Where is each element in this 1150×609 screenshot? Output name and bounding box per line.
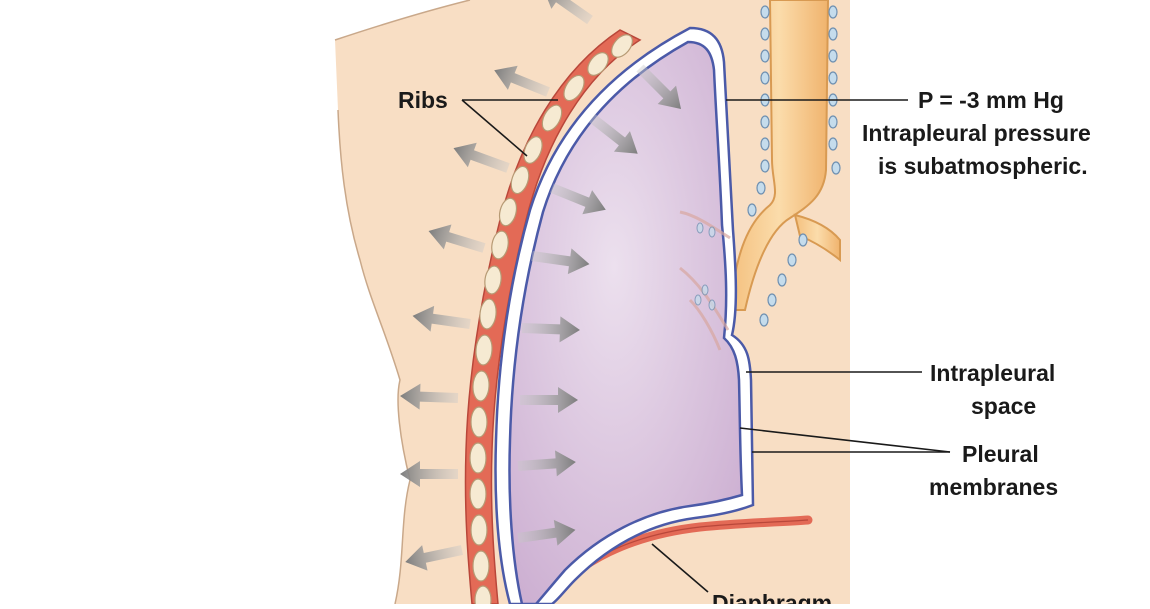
intrapleural-pressure-label-line1: Intrapleural pressure [862, 120, 1091, 146]
inward-arrow [636, 64, 682, 110]
inward-arrow [521, 316, 580, 343]
outward-arrow [400, 383, 459, 410]
ribs-leader [461, 99, 528, 157]
inward-arrow [588, 114, 638, 154]
inward-arrow [520, 387, 578, 413]
cartilage-rings [747, 5, 841, 327]
outward-arrows [400, 0, 593, 571]
rib-column [464, 29, 642, 609]
outward-arrow [542, 0, 593, 25]
ribs-label: Ribs [398, 87, 448, 113]
outward-arrow [400, 461, 458, 487]
inward-arrow [517, 519, 576, 546]
leader-lines [461, 99, 951, 593]
intrapulmonary-cartilage [694, 222, 716, 311]
outward-arrow [428, 224, 486, 253]
airway [728, 0, 841, 311]
inward-arrow [517, 450, 576, 477]
diaphragm-leader [651, 543, 709, 593]
outward-arrow [412, 305, 471, 332]
pleural-membranes-label-line1: Pleural [962, 441, 1039, 467]
inward-arrow [531, 248, 590, 275]
intrapleural-pressure-label-line2: is subatmospheric. [878, 153, 1088, 179]
inward-arrows [517, 64, 682, 546]
rib-bones [469, 34, 633, 609]
intrapleural-space-label-line1: Intrapleural [930, 360, 1055, 386]
diaphragm-label: Diaphragm [712, 590, 832, 604]
outward-arrow [405, 545, 464, 571]
inward-arrow [550, 183, 606, 215]
body-edge [334, 0, 471, 605]
outward-arrow [494, 65, 550, 97]
pleural-membranes-leader [739, 427, 951, 453]
pressure-label: P = -3 mm Hg [918, 87, 1064, 113]
outward-arrow [453, 142, 510, 173]
pleural-membranes-label-line2: membranes [929, 474, 1058, 500]
intrapleural-space-label-line2: space [971, 393, 1036, 419]
